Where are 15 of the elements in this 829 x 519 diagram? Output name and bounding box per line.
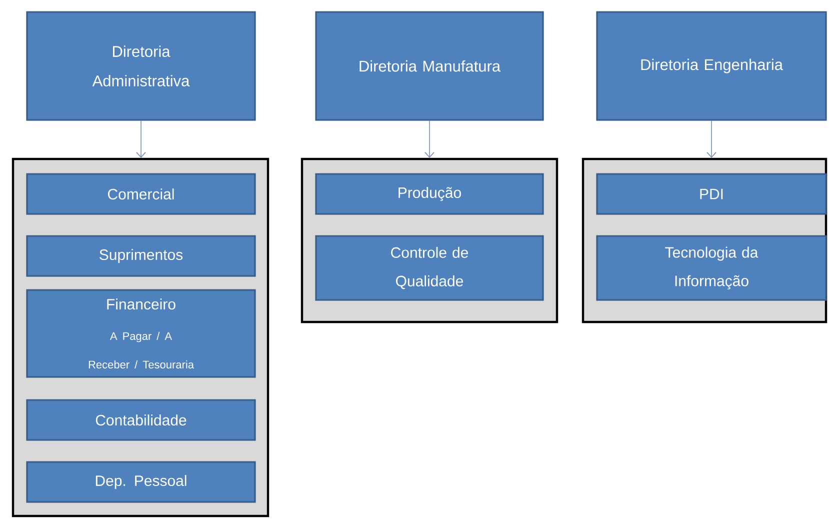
department-box: Comercial (26, 173, 256, 215)
department-box: Financeiro A Pagar / A Receber / Tesouraria (26, 289, 256, 378)
directorate-box: Diretoria Engenharia (596, 11, 827, 121)
department-box: PDI (596, 173, 827, 215)
department-box: Dep. Pessoal (26, 461, 256, 503)
department-box: Controle de Qualidade (315, 235, 544, 301)
arrow (136, 120, 146, 158)
arrow (424, 120, 434, 158)
directorate-box: Diretoria Administrativa (26, 11, 256, 121)
arrow (706, 120, 716, 158)
department-box: Suprimentos (26, 235, 256, 277)
directorate-box: Diretoria Manufatura (315, 11, 544, 121)
department-box: Produção (315, 173, 544, 215)
department-box: Contabilidade (26, 399, 256, 441)
department-box: Tecnologia da Informação (596, 235, 827, 301)
